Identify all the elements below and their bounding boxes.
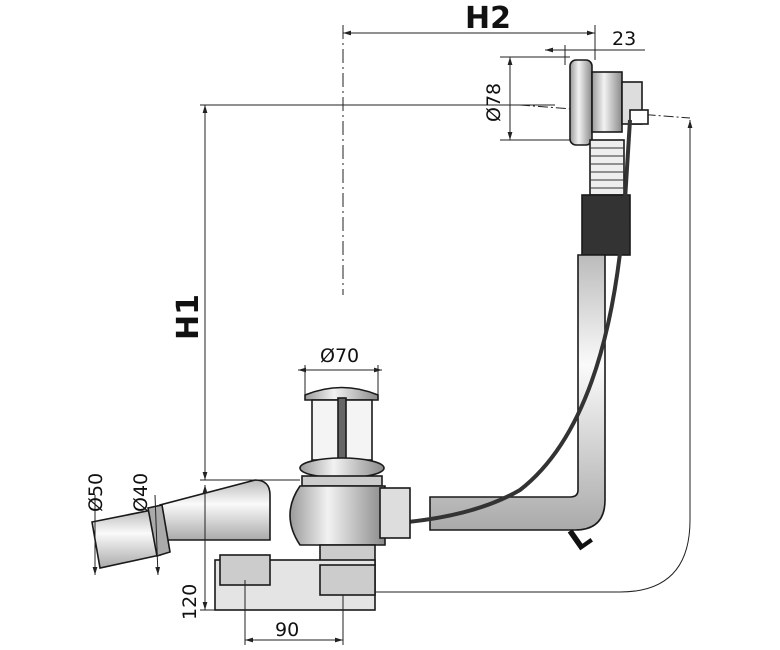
drain-diameter-label: Ø70 [320,345,359,367]
overflow-head [569,59,649,146]
length-dimension-curve [345,120,693,595]
h2-label: H2 [465,1,511,36]
outlet-pipe [91,504,171,569]
overflow-pipe [429,139,631,531]
control-cable [344,119,632,527]
overflow-diameter-label: Ø78 [483,83,505,122]
trap-height-label: 120 [179,584,201,620]
outlet-outer-label: Ø50 [85,473,107,512]
overflow-offset-label: 23 [612,28,636,50]
drain-plug [299,386,385,487]
drain-body [289,485,411,566]
outlet-inner-label: Ø40 [130,473,152,512]
h1-label: H1 [171,294,206,340]
trap-width-label: 90 [275,619,299,641]
outlet-inner-dim [154,494,161,576]
